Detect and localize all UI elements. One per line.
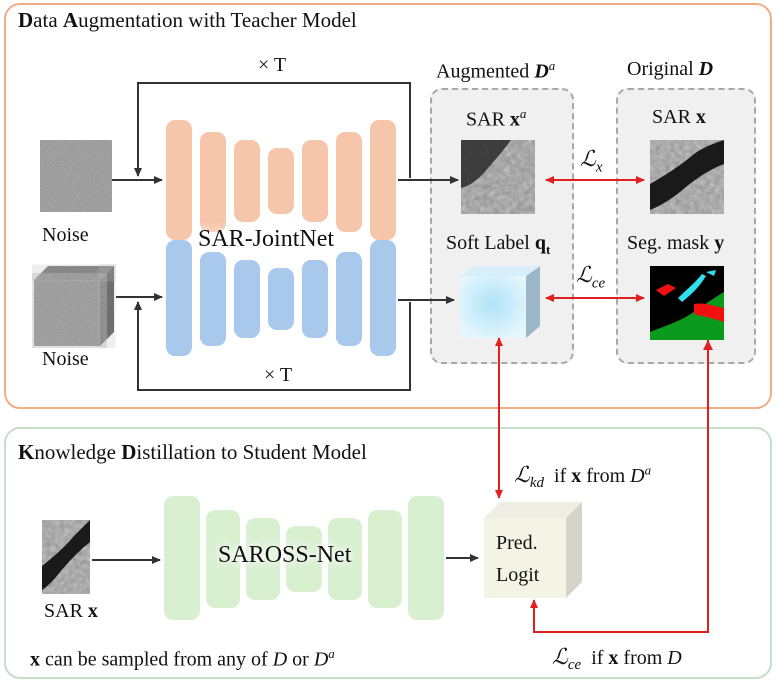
prediction-logit-cube	[482, 498, 584, 600]
student-input-label: SAR x	[44, 600, 98, 622]
loss-ce-student-connector	[530, 340, 709, 633]
student-decoder-layer-2	[368, 510, 402, 608]
augmented-sar-label: SAR xa	[466, 106, 527, 131]
soft-label-cube	[456, 264, 544, 340]
student-network-label: SAROSS-Net	[218, 542, 352, 568]
teacher-network-label: SAR-JointNet	[198, 226, 335, 252]
teacher-decoder-layer-2	[336, 132, 362, 232]
student-encoder-layer-3	[246, 518, 280, 600]
seg-mask-image	[650, 266, 724, 340]
noise-label-top: Noise	[42, 224, 89, 246]
loss-x-label: ℒx	[580, 146, 603, 176]
loss-kd-label: ℒkd if x from Da	[514, 462, 652, 491]
original-header: Original D	[627, 58, 714, 80]
prediction-label-line1: Pred.	[496, 532, 538, 554]
loss-ce-label: ℒce	[576, 262, 606, 292]
teacher-decoder-layer-2-seg	[336, 252, 362, 346]
teacher-bottleneck-layer-seg	[268, 268, 294, 330]
student-input-sar-image	[42, 520, 90, 594]
iteration-label-top: × T	[258, 54, 287, 76]
top-panel-title: Data Augmentation with Teacher Model	[18, 8, 357, 32]
prediction-label-line2: Logit	[496, 564, 540, 586]
teacher-encoder-layer-2-seg	[200, 252, 226, 346]
soft-label-label: Soft Label qt	[446, 232, 551, 257]
teacher-decoder-layer-3	[370, 120, 396, 240]
teacher-decoder-layer-3-seg	[370, 240, 396, 356]
iteration-loop-top	[134, 82, 411, 178]
teacher-decoder-layer-1	[302, 140, 328, 222]
original-sar-image	[650, 140, 724, 214]
augmented-header: Augmented Da	[436, 58, 556, 83]
noise-label-bottom: Noise	[42, 348, 89, 370]
noise-image-top	[40, 140, 112, 212]
student-bottleneck-layer	[286, 526, 322, 592]
student-encoder-layer-1	[164, 496, 200, 620]
teacher-encoder-layer-1-seg	[166, 240, 192, 356]
teacher-encoder-layer-3-seg	[234, 260, 260, 338]
loss-ce-student-label: ℒce if x from D	[552, 644, 682, 673]
bottom-panel-title: Knowledge Distillation to Student Model	[18, 440, 367, 464]
iteration-loop-bottom	[134, 301, 411, 391]
seg-mask-label: Seg. mask y	[627, 232, 725, 254]
sampling-footnote: x can be sampled from any of D or Da	[30, 646, 335, 671]
augmented-sar-image	[461, 140, 535, 214]
iteration-label-bottom: × T	[264, 364, 293, 386]
student-decoder-layer-1	[328, 518, 362, 600]
teacher-bottleneck-layer	[268, 148, 294, 214]
student-decoder-layer-3	[408, 496, 444, 620]
student-encoder-layer-2	[206, 510, 240, 608]
teacher-encoder-layer-1	[166, 120, 192, 240]
teacher-encoder-layer-2	[200, 132, 226, 232]
noise-cube-bottom	[32, 264, 116, 348]
teacher-decoder-layer-1-seg	[302, 260, 328, 338]
original-sar-label: SAR x	[652, 106, 706, 128]
teacher-encoder-layer-3	[234, 140, 260, 222]
